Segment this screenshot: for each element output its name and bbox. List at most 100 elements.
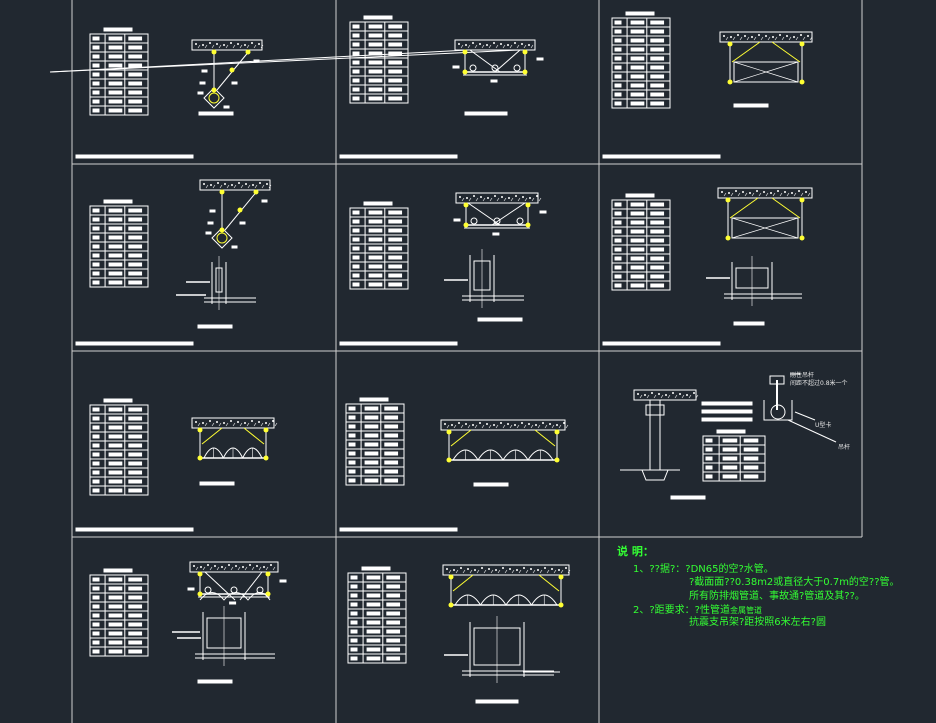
- slab-hatch: [488, 568, 490, 570]
- slab-hatch: [802, 36, 806, 41]
- callout-u-clamp: U型卡: [815, 422, 832, 429]
- slab-hatch: [546, 569, 550, 574]
- slab-hatch: [737, 34, 739, 36]
- anchor-point: [525, 222, 531, 228]
- slab-hatch: [251, 42, 253, 44]
- schedule-table: [349, 21, 409, 104]
- duct-x: [733, 61, 799, 83]
- drawing-title-bar: [197, 324, 233, 329]
- pipe: [513, 64, 521, 72]
- anchor-point: [522, 49, 528, 55]
- table-cell-mark: [128, 72, 143, 77]
- slab-hatch: [744, 35, 746, 37]
- table-cell-mark: [364, 442, 379, 447]
- table-cell-mark: [630, 47, 645, 52]
- slab-hatch: [462, 569, 466, 574]
- slab: [191, 39, 263, 51]
- anchor-point: [554, 457, 560, 463]
- diagonal-brace: [534, 429, 556, 447]
- table-cell-mark: [614, 92, 622, 97]
- anchor-point: [558, 602, 564, 608]
- slab-hatch: [446, 568, 448, 570]
- table-cell-mark: [128, 604, 143, 609]
- slab-hatch: [728, 192, 730, 194]
- anchor-point: [245, 49, 251, 55]
- anchor-point: [219, 227, 225, 233]
- table-cell-mark: [384, 478, 399, 483]
- schedule-table: [702, 435, 766, 482]
- table-cell-mark: [614, 238, 622, 243]
- anchor-point: [197, 591, 203, 597]
- table-cell-mark: [92, 108, 100, 113]
- table-cell-mark: [350, 629, 358, 634]
- slab-hatch: [253, 422, 257, 427]
- table-cell-mark: [352, 237, 360, 242]
- slab-hatch: [235, 565, 237, 567]
- table-cell-mark: [128, 470, 143, 475]
- table-cell-mark: [92, 99, 100, 104]
- duct-x: [731, 217, 799, 239]
- anchor-point: [446, 429, 452, 435]
- table-cell-mark: [366, 656, 381, 661]
- table-cell-mark: [368, 24, 383, 29]
- diagonal-brace: [49, 49, 521, 73]
- slab-hatch: [565, 567, 567, 569]
- slab-hatch: [528, 423, 530, 425]
- table-cell-mark: [630, 220, 645, 225]
- anchor-point: [237, 207, 243, 213]
- table-cell-mark: [128, 90, 143, 95]
- table-cell-mark: [92, 208, 100, 213]
- anchor-point: [211, 87, 217, 93]
- slab-hatch: [209, 566, 213, 571]
- slab-hatch: [508, 197, 510, 199]
- table-cell-mark: [614, 220, 622, 225]
- drawing-title-bar: [75, 341, 194, 346]
- slab-hatch: [486, 44, 488, 46]
- slab-hatch: [774, 36, 778, 41]
- slab-hatch: [256, 565, 258, 567]
- table-cell-mark: [368, 282, 383, 287]
- slab-hatch: [494, 195, 496, 197]
- slab-hatch: [502, 44, 506, 49]
- table-cell-mark: [108, 461, 123, 466]
- table-cell-mark: [614, 283, 622, 288]
- table-cell-mark: [108, 90, 123, 95]
- slab-hatch: [538, 197, 542, 202]
- notes-line-2: ?截面面??0.38m2或直径大于0.7m的空??管。: [689, 577, 900, 588]
- slab-hatch: [725, 36, 729, 41]
- anchor-point: [799, 79, 805, 85]
- slab-hatch: [254, 184, 258, 189]
- slab-hatch: [795, 36, 799, 41]
- slab-hatch: [639, 394, 643, 399]
- slab-hatch: [237, 43, 239, 45]
- slab-hatch: [458, 422, 460, 424]
- slab-hatch: [665, 394, 667, 396]
- table-cell-mark: [722, 474, 738, 479]
- slab-hatch: [528, 44, 530, 46]
- slab-hatch: [537, 569, 539, 571]
- table-cell-mark: [368, 60, 383, 65]
- slab-hatch: [472, 424, 474, 426]
- slab-hatch: [214, 565, 216, 567]
- table-cell-mark: [368, 69, 383, 74]
- anchor-point: [229, 67, 235, 73]
- slab-hatch: [658, 393, 660, 395]
- table-cell-mark: [630, 247, 645, 252]
- label-tick: [536, 57, 544, 61]
- slab-hatch: [209, 420, 211, 422]
- duct: [731, 217, 799, 239]
- slab-hatch: [517, 197, 521, 202]
- slab-hatch: [476, 569, 480, 574]
- table-cell-mark: [92, 416, 100, 421]
- pipe-clamp: [203, 87, 225, 109]
- table-cell-mark: [108, 434, 123, 439]
- table-cell-mark: [650, 74, 665, 79]
- table-cell-mark: [364, 451, 379, 456]
- slab-hatch: [522, 196, 524, 198]
- table-cell-mark: [92, 425, 100, 430]
- table-cell-mark: [614, 38, 622, 43]
- clamp-block: [645, 404, 665, 416]
- diagonal-brace: [491, 202, 526, 226]
- slab-hatch: [228, 564, 230, 566]
- slab-hatch: [223, 422, 225, 424]
